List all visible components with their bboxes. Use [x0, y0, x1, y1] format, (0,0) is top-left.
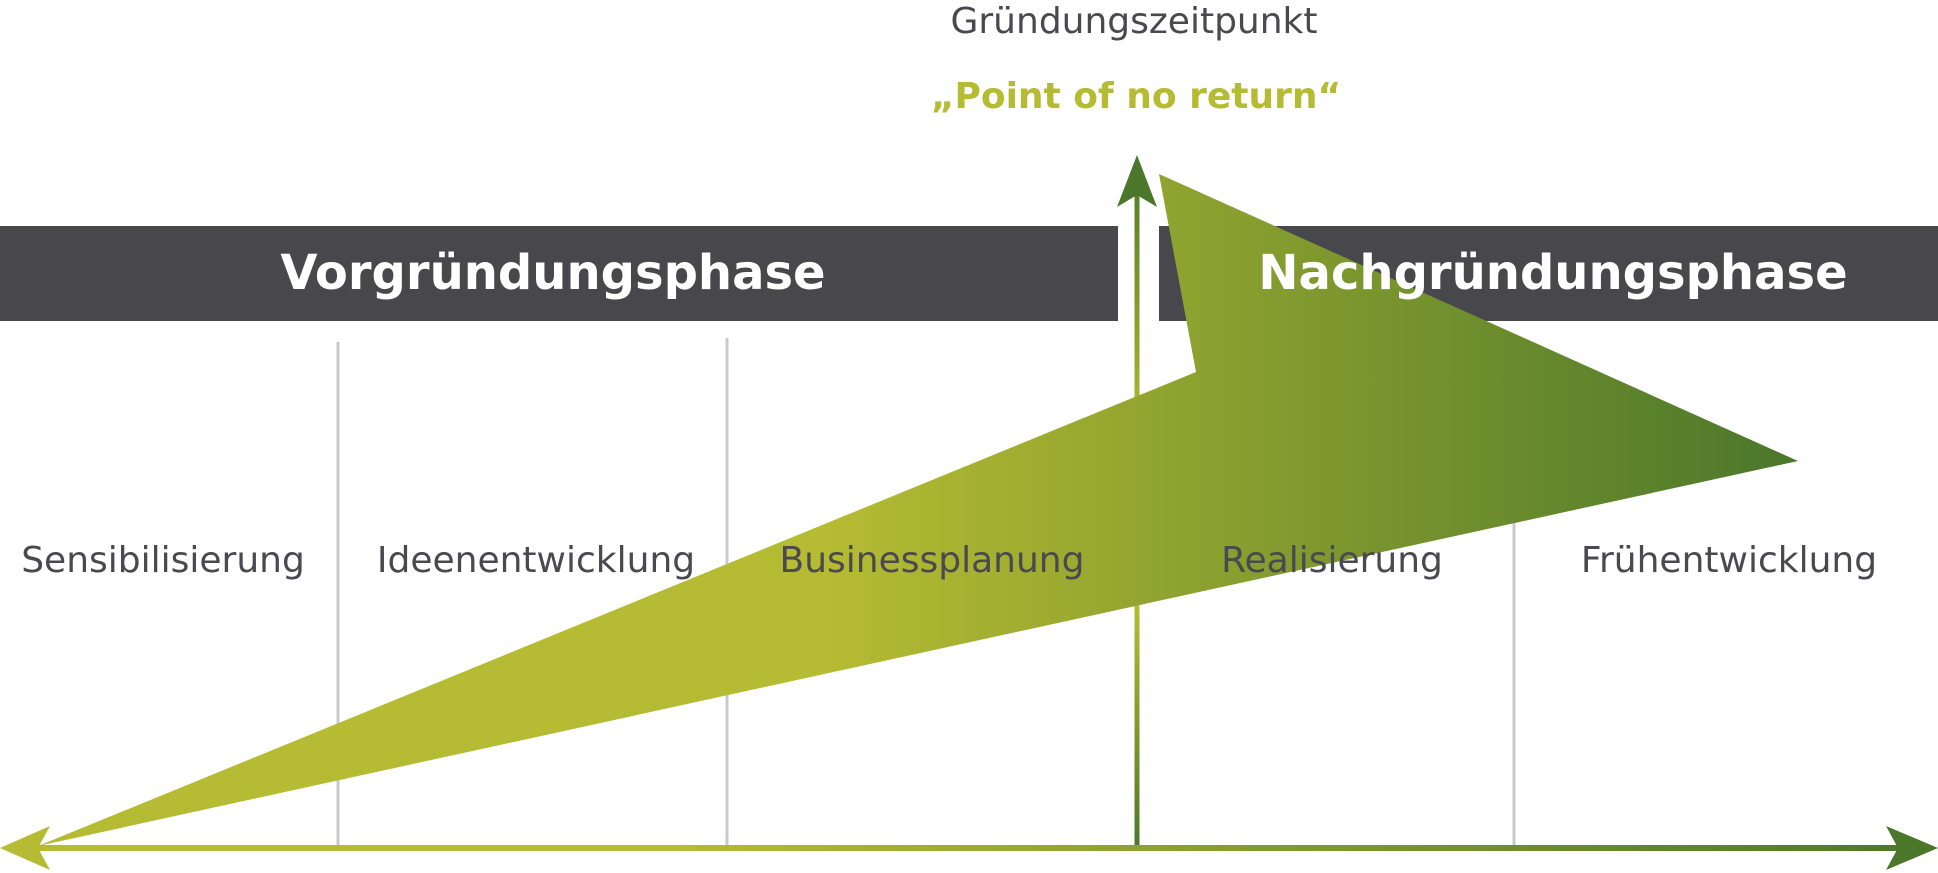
post-founding-phase-title: Nachgründungsphase — [1258, 245, 1848, 301]
time-axis-right-arrowhead — [1886, 826, 1938, 870]
stage-label-ideenentwicklung: Ideenentwicklung — [376, 540, 696, 581]
stage-label-fruehentwicklung: Frühentwicklung — [1580, 540, 1878, 581]
pre-founding-phase-bar — [0, 226, 1118, 321]
stage-label-businessplanung: Businessplanung — [779, 540, 1085, 581]
pre-founding-phase-title: Vorgründungsphase — [280, 245, 826, 301]
stage-label-sensibilisierung: Sensibilisierung — [21, 540, 305, 581]
time-axis-left-arrowhead — [0, 826, 50, 870]
founding-moment-label: Gründungszeitpunkt — [950, 1, 1318, 42]
point-of-no-return-label: „Point of no return“ — [930, 76, 1342, 117]
founding-moment-arrowhead — [1117, 155, 1157, 207]
development-arrow — [38, 174, 1798, 846]
stage-label-realisierung: Realisierung — [1221, 540, 1443, 581]
